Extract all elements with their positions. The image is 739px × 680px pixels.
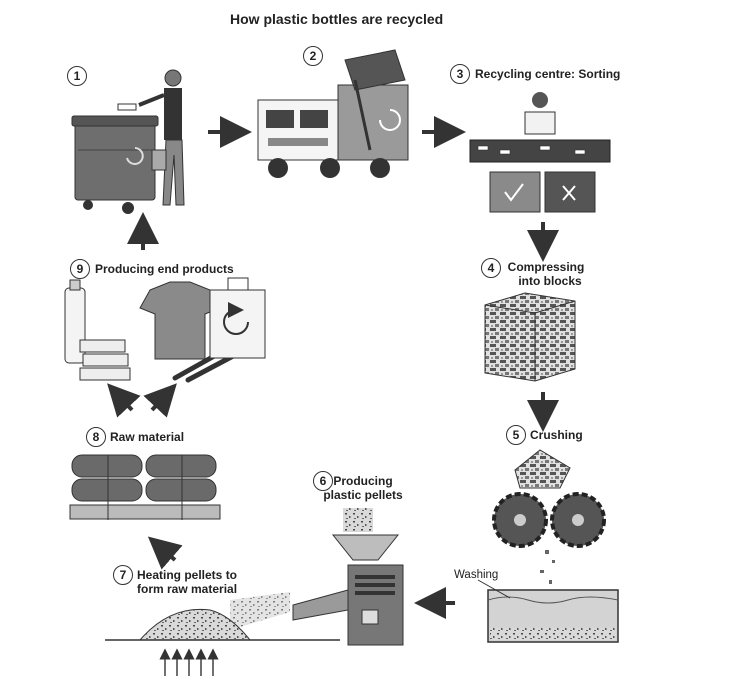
step-4-label-line1: Compressing — [507, 260, 585, 274]
step-7-label-line1: Heating pellets to — [137, 568, 238, 582]
step-8-number: 8 — [86, 427, 106, 447]
flow-arrows — [107, 116, 559, 619]
step-6-number: 6 — [313, 471, 333, 491]
diagram-title: How plastic bottles are recycled — [230, 11, 444, 27]
crusher-icon — [492, 449, 606, 584]
food-containers-icon — [79, 339, 131, 381]
cross-mark-icon — [562, 185, 576, 201]
pellet-machine-icon — [292, 508, 404, 646]
raw-material-rolls-icon — [69, 454, 221, 520]
shopping-bag-icon — [209, 289, 266, 359]
step-6-label-line2: plastic pellets — [323, 488, 403, 502]
step-7-label-line2: form raw material — [137, 582, 238, 596]
compressed-block-icon — [484, 292, 576, 382]
step-5-number: 5 — [506, 425, 526, 445]
person-throwing-bottle-icon — [117, 69, 185, 206]
t-shirt-icon — [139, 281, 221, 360]
step-4-number: 4 — [481, 258, 501, 278]
recycle-icon — [223, 302, 249, 335]
step-3-label: Recycling centre: Sorting — [475, 67, 621, 81]
wheelie-bin-icon — [71, 115, 159, 214]
step-5-label: Crushing — [530, 428, 583, 442]
sorting-bins — [489, 171, 596, 213]
washing-tank-icon — [477, 579, 619, 643]
heat-arrows-icon — [159, 648, 219, 676]
step-3-number: 3 — [450, 64, 470, 84]
step-6-label-line1: Producing — [333, 474, 393, 488]
check-mark-icon — [504, 183, 524, 202]
step-1-number: 1 — [67, 66, 87, 86]
step-7-number: 7 — [113, 565, 133, 585]
heated-pellet-pile-icon — [105, 592, 340, 641]
washing-label: Washing — [454, 569, 499, 581]
step-9-number: 9 — [70, 259, 90, 279]
collection-truck-icon — [257, 49, 409, 178]
end-products-icon — [64, 277, 266, 383]
sorting-worker-icon — [469, 92, 611, 163]
step-9-label: Producing end products — [95, 262, 234, 276]
step-8-label: Raw material — [110, 430, 185, 444]
step-2-number: 2 — [303, 46, 323, 66]
step-4-label-line2: into blocks — [518, 274, 582, 288]
